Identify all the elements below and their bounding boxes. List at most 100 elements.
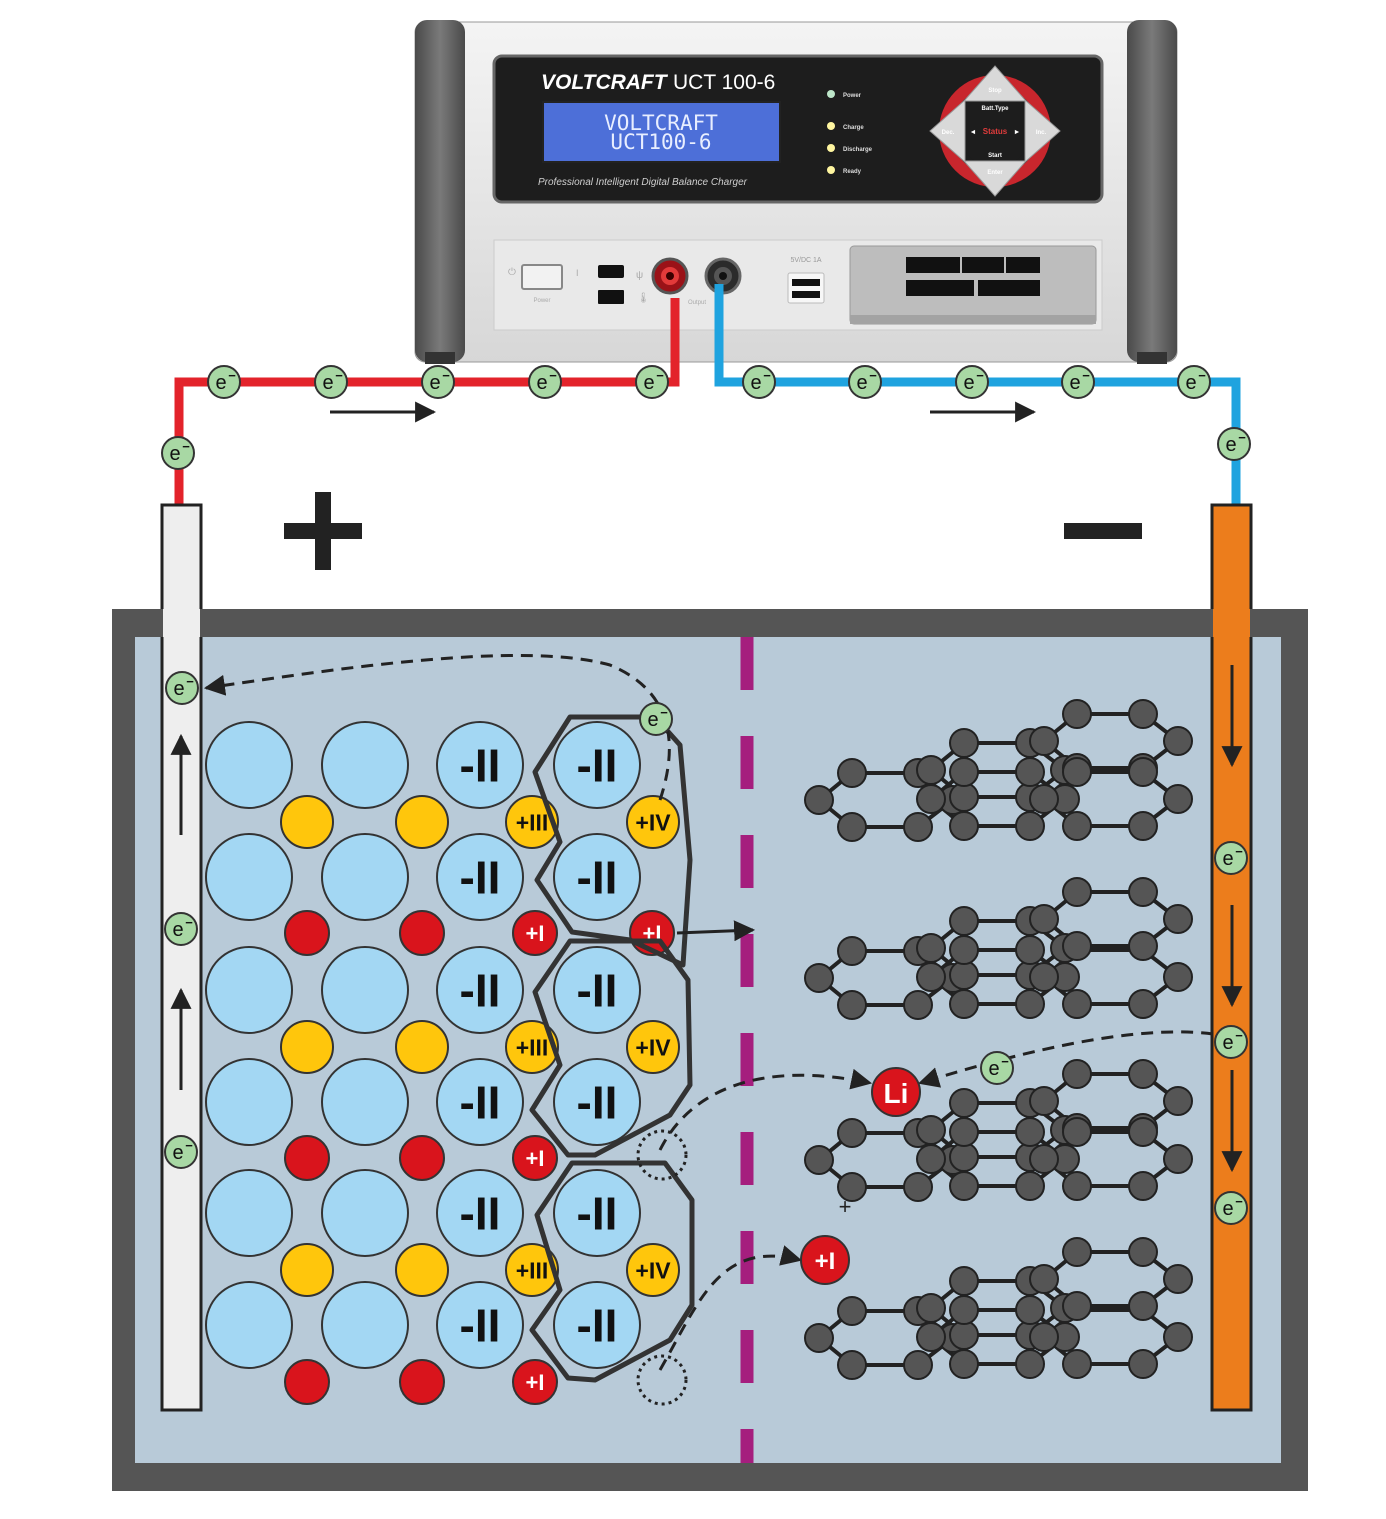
electron: e− bbox=[1061, 365, 1095, 399]
cobalt3-ion: +III bbox=[505, 795, 559, 849]
lithium-ion-label: +I bbox=[526, 1370, 545, 1395]
charger-brand: VOLTCRAFT bbox=[541, 71, 669, 94]
oxygen-ion bbox=[205, 946, 293, 1034]
status-label[interactable]: Status bbox=[983, 127, 1008, 136]
carbon-atom bbox=[949, 757, 979, 787]
electron-charge: − bbox=[1238, 430, 1246, 445]
carbon-atom bbox=[1062, 1171, 1092, 1201]
carbon-atom bbox=[804, 785, 834, 815]
ready-led bbox=[827, 166, 835, 174]
power-switch-label: Power bbox=[533, 298, 550, 304]
dec-button[interactable] bbox=[929, 98, 966, 164]
output-terminal-red[interactable] bbox=[651, 257, 689, 295]
lithium-vacancy bbox=[636, 1129, 688, 1181]
carbon-atom bbox=[916, 962, 946, 992]
oxygen-ion-label: -II bbox=[460, 1300, 501, 1352]
cobalt-ion bbox=[395, 795, 449, 849]
oxygen-ion bbox=[321, 721, 409, 809]
electron-label: e bbox=[429, 372, 440, 394]
carbon-atom bbox=[837, 1118, 867, 1148]
oxygen-ion: -II bbox=[553, 1058, 641, 1146]
carbon-atom bbox=[1062, 931, 1092, 961]
electron-label: e bbox=[215, 372, 226, 394]
cobalt-ion bbox=[395, 1243, 449, 1297]
cobalt-ion bbox=[395, 1020, 449, 1074]
lithium-ion bbox=[399, 1359, 445, 1405]
carbon-atom bbox=[1062, 1117, 1092, 1147]
graphite-layer bbox=[804, 699, 1193, 842]
oxygen-ion: -II bbox=[436, 1281, 524, 1369]
carbon-atom bbox=[1128, 931, 1158, 961]
usb-output-label: 5V/DC 1A bbox=[790, 257, 821, 264]
enter-button[interactable] bbox=[962, 160, 1028, 197]
carbon-atom bbox=[949, 1320, 979, 1350]
carbon-atom bbox=[1128, 699, 1158, 729]
electron: e− bbox=[980, 1051, 1014, 1085]
carbon-atom bbox=[949, 1295, 979, 1325]
carbon-atom bbox=[1015, 1117, 1045, 1147]
balancer-sockets[interactable] bbox=[906, 257, 1040, 296]
oxygen-ion bbox=[205, 1058, 293, 1146]
electron-label: e bbox=[750, 372, 761, 394]
carbon-atom bbox=[949, 1117, 979, 1147]
temp-port[interactable] bbox=[598, 290, 624, 304]
enter-label: Enter bbox=[987, 170, 1003, 176]
lithium-atom: Li bbox=[871, 1067, 921, 1117]
collector-arrows bbox=[170, 665, 1243, 1173]
electron-charge: − bbox=[1001, 1054, 1009, 1069]
carbon-atom bbox=[1163, 784, 1193, 814]
electron-charge: − bbox=[1235, 1028, 1243, 1043]
carbon-atom bbox=[837, 758, 867, 788]
ion-exit-arrow bbox=[676, 920, 756, 942]
carbon-atom bbox=[903, 1350, 933, 1380]
carbon-atom bbox=[1128, 1171, 1158, 1201]
lithium-vacancy bbox=[636, 1354, 688, 1406]
stop-button[interactable] bbox=[962, 65, 1028, 102]
carbon-atom bbox=[1029, 1264, 1059, 1294]
power-switch[interactable] bbox=[521, 264, 563, 290]
carbon-atom bbox=[949, 989, 979, 1019]
carbon-atom bbox=[1128, 1117, 1158, 1147]
cathode-collector bbox=[160, 503, 203, 1412]
carbon-atom bbox=[1128, 1291, 1158, 1321]
carbon-atom bbox=[1029, 1144, 1059, 1174]
cobalt-ion bbox=[280, 795, 334, 849]
carbon-atom bbox=[1029, 1322, 1059, 1352]
usb-output-port[interactable] bbox=[787, 272, 825, 304]
mini-usb-port[interactable] bbox=[598, 265, 624, 278]
carbon-atom bbox=[1128, 989, 1158, 1019]
cobalt4-ion-label: +IV bbox=[635, 809, 671, 835]
carbon-atom bbox=[1015, 1349, 1045, 1379]
carbon-atom bbox=[1015, 811, 1045, 841]
electron-charge: − bbox=[186, 674, 194, 689]
oxygen-ion: -II bbox=[553, 833, 641, 921]
anode-graphite bbox=[804, 699, 1193, 1380]
carbon-atom bbox=[1062, 757, 1092, 787]
electron-label: e bbox=[647, 709, 658, 731]
oxygen-ion: -II bbox=[436, 946, 524, 1034]
charge-led-label: Charge bbox=[843, 125, 864, 131]
arrow-left-glyph: ◄ bbox=[970, 129, 977, 136]
inc-button[interactable] bbox=[1024, 98, 1061, 164]
charger-device: VOLTCRAFT UCT 100-6 VOLTCRAFT UCT100-6 P… bbox=[414, 20, 1178, 364]
carbon-atom bbox=[1163, 1086, 1193, 1116]
carbon-atom bbox=[837, 1172, 867, 1202]
ready-led-label: Ready bbox=[843, 169, 862, 175]
oxygen-ion bbox=[205, 1169, 293, 1257]
discharge-led-label: Discharge bbox=[843, 147, 873, 153]
cobalt3-ion-label: +III bbox=[516, 1034, 549, 1060]
carbon-atom bbox=[1015, 1295, 1045, 1325]
electron-charge: − bbox=[335, 368, 343, 383]
oxygen-ion bbox=[205, 833, 293, 921]
electron-charge: − bbox=[442, 368, 450, 383]
carbon-atom bbox=[949, 1349, 979, 1379]
oxygen-ion-label: -II bbox=[577, 1077, 618, 1129]
electron-charge: − bbox=[660, 705, 668, 720]
carbon-atom bbox=[1029, 904, 1059, 934]
electron-label: e bbox=[173, 678, 184, 700]
electron: e− bbox=[164, 912, 198, 946]
carbon-atom bbox=[1163, 1264, 1193, 1294]
carbon-atom bbox=[1062, 1291, 1092, 1321]
oxygen-ion bbox=[321, 946, 409, 1034]
carbon-atom bbox=[1062, 989, 1092, 1019]
